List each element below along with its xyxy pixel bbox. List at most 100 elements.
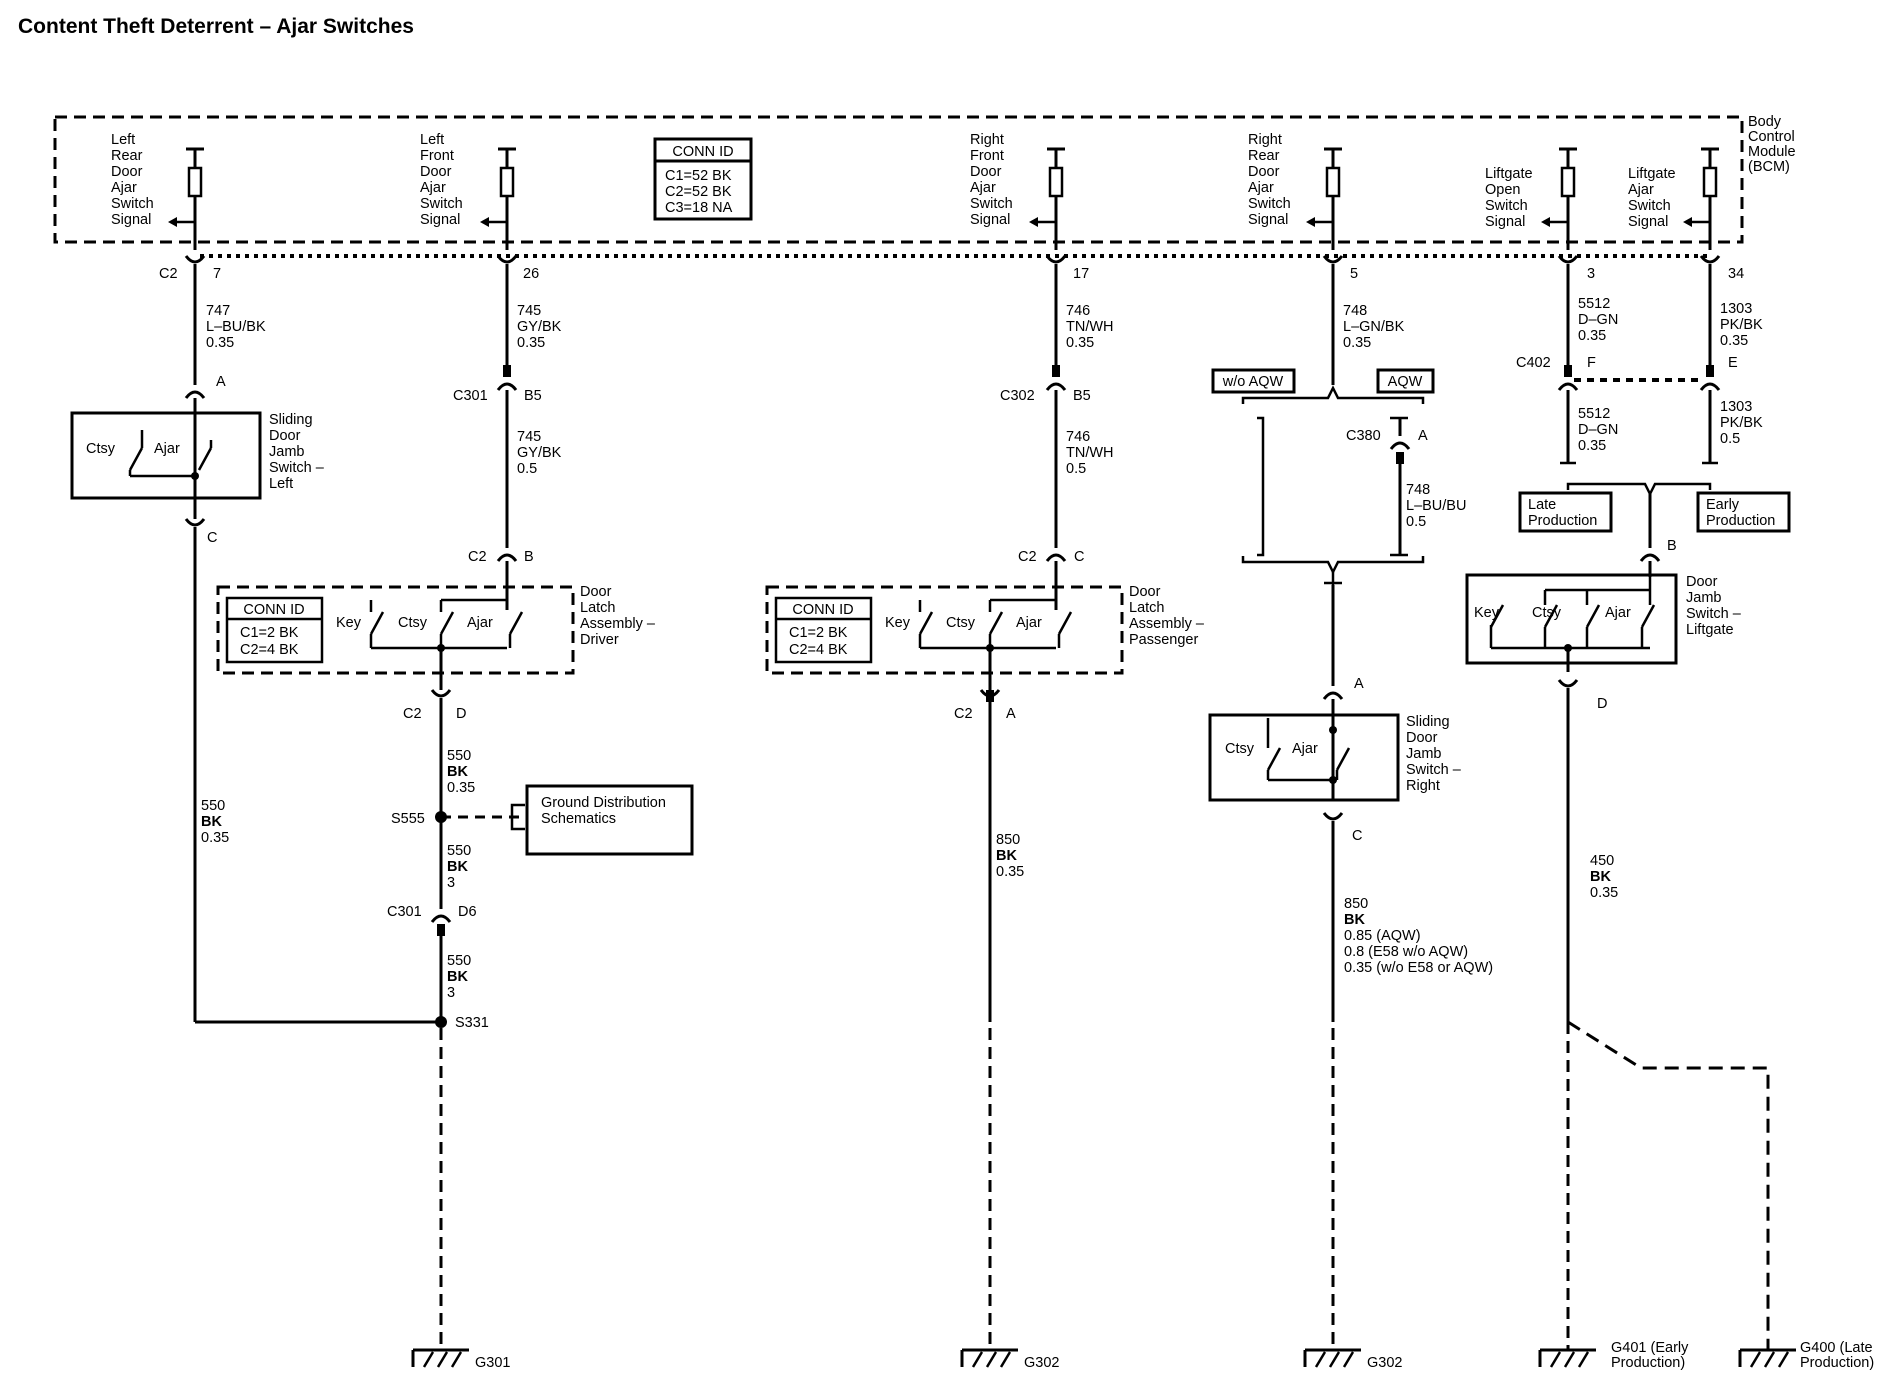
svg-text:BK: BK	[447, 859, 468, 875]
svg-text:Driver: Driver	[580, 632, 619, 648]
svg-text:Jamb: Jamb	[1686, 590, 1721, 606]
svg-text:Signal: Signal	[111, 212, 151, 228]
svg-text:PK/BK: PK/BK	[1720, 415, 1763, 431]
svg-text:w/o AQW: w/o AQW	[1222, 374, 1284, 390]
svg-text:3: 3	[447, 985, 455, 1001]
circuit-right-rear	[1241, 147, 1425, 1350]
svg-text:B: B	[1667, 538, 1677, 554]
svg-text:748: 748	[1406, 482, 1430, 498]
svg-text:Switch: Switch	[970, 196, 1013, 212]
svg-text:Ajar: Ajar	[154, 441, 180, 457]
svg-text:Late: Late	[1528, 497, 1556, 513]
svg-text:A: A	[1418, 428, 1428, 444]
svg-text:Switch –: Switch –	[269, 460, 325, 476]
signal-left-front-label: Left Front Door Ajar Switch Signal 26 74…	[420, 132, 562, 565]
svg-text:0.35: 0.35	[1066, 335, 1094, 351]
svg-text:Ajar: Ajar	[1248, 180, 1274, 196]
svg-text:Left: Left	[111, 132, 135, 148]
svg-text:Door: Door	[269, 428, 301, 444]
door-latch-assembly-driver	[216, 585, 575, 690]
signal-left-rear-label: Left Rear Door Ajar Switch Signal C2 7 7…	[111, 132, 266, 846]
svg-text:0.35: 0.35	[1720, 333, 1748, 349]
conn-id-bcm-box: CONN ID C1=52 BK C2=52 BK C3=18 NA	[653, 137, 753, 221]
svg-text:7: 7	[213, 266, 221, 282]
svg-text:Ctsy: Ctsy	[1225, 741, 1255, 757]
svg-text:CONN ID: CONN ID	[243, 602, 304, 618]
svg-text:0.35 (w/o E58 or AQW): 0.35 (w/o E58 or AQW)	[1344, 960, 1493, 976]
svg-text:F: F	[1587, 355, 1596, 371]
svg-text:D–GN: D–GN	[1578, 312, 1618, 328]
svg-text:Door: Door	[1686, 574, 1718, 590]
signal-right-rear-label: Right Rear Door Ajar Switch Signal 5 748…	[1248, 132, 1493, 976]
svg-text:L–GN/BK: L–GN/BK	[1343, 319, 1405, 335]
ground-g401: G401 (Early Production)	[1538, 1340, 1689, 1371]
svg-text:PK/BK: PK/BK	[1720, 317, 1763, 333]
svg-text:C: C	[1352, 828, 1362, 844]
svg-text:Ajar: Ajar	[420, 180, 446, 196]
svg-text:BK: BK	[201, 814, 222, 830]
svg-text:Ajar: Ajar	[970, 180, 996, 196]
svg-text:C2: C2	[954, 706, 973, 722]
svg-text:Switch –: Switch –	[1686, 606, 1742, 622]
svg-text:3: 3	[1587, 266, 1595, 282]
svg-text:Production): Production)	[1800, 1355, 1874, 1371]
circuit-driver-ground	[430, 689, 525, 1350]
svg-text:Signal: Signal	[1248, 212, 1288, 228]
svg-text:745: 745	[517, 303, 541, 319]
splice-s331: S331	[455, 1015, 489, 1031]
svg-text:Key: Key	[336, 615, 362, 631]
svg-text:C380: C380	[1346, 428, 1381, 444]
svg-text:G302: G302	[1024, 1355, 1059, 1371]
svg-text:Door: Door	[1406, 730, 1438, 746]
svg-text:C2=52 BK: C2=52 BK	[665, 184, 732, 200]
ground-g302-a: G302	[960, 1348, 1059, 1371]
svg-text:L–BU/BU: L–BU/BU	[1406, 498, 1466, 514]
svg-text:0.5: 0.5	[1720, 431, 1740, 447]
bcm-label: Body Control Module (BCM)	[1748, 114, 1796, 175]
svg-text:Switch: Switch	[420, 196, 463, 212]
svg-text:C3=18 NA: C3=18 NA	[665, 200, 733, 216]
ground-distribution-schematics-box: Ground Distribution Schematics	[525, 784, 694, 856]
svg-text:Key: Key	[1474, 605, 1500, 621]
svg-text:0.5: 0.5	[517, 461, 537, 477]
svg-text:C1=52 BK: C1=52 BK	[665, 168, 732, 184]
driver-latch-labels: CONN ID C1=2 BK C2=4 BK Key Ctsy Ajar Do…	[240, 584, 656, 658]
svg-text:Key: Key	[885, 615, 911, 631]
svg-text:C2=4 BK: C2=4 BK	[240, 642, 299, 658]
svg-text:Latch: Latch	[580, 600, 615, 616]
page-title: Content Theft Deterrent – Ajar Switches	[18, 15, 414, 38]
svg-text:0.35: 0.35	[1590, 885, 1618, 901]
svg-text:Signal: Signal	[1628, 214, 1668, 230]
svg-text:C2: C2	[403, 706, 422, 722]
svg-text:Assembly –: Assembly –	[1129, 616, 1205, 632]
door-latch-assembly-passenger	[765, 585, 1124, 1350]
svg-text:Ajar: Ajar	[467, 615, 493, 631]
svg-text:Right: Right	[970, 132, 1004, 148]
svg-text:747: 747	[206, 303, 230, 319]
svg-text:0.35: 0.35	[1578, 438, 1606, 454]
sliding-right-labels: Ctsy Ajar Sliding Door Jamb Switch – Rig…	[1225, 714, 1462, 794]
svg-text:Latch: Latch	[1129, 600, 1164, 616]
option-early-production-tag: Early Production	[1696, 491, 1791, 533]
svg-text:0.35: 0.35	[1343, 335, 1371, 351]
svg-text:Signal: Signal	[420, 212, 460, 228]
svg-text:Right: Right	[1406, 778, 1440, 794]
option-late-production-tag: Late Production	[1518, 491, 1613, 533]
circuit-liftgate-open	[1541, 147, 1579, 465]
svg-text:AQW: AQW	[1388, 374, 1423, 390]
svg-text:Early: Early	[1706, 497, 1740, 513]
svg-text:Door: Door	[580, 584, 612, 600]
svg-text:B5: B5	[1073, 388, 1091, 404]
svg-text:C2: C2	[1018, 549, 1037, 565]
svg-text:Ground Distribution: Ground Distribution	[541, 795, 666, 811]
svg-text:17: 17	[1073, 266, 1089, 282]
option-wo-aqw-tag: w/o AQW	[1211, 368, 1296, 394]
svg-text:748: 748	[1343, 303, 1367, 319]
svg-text:1303: 1303	[1720, 301, 1752, 317]
sliding-door-jamb-switch-right	[1208, 713, 1400, 802]
svg-text:Switch: Switch	[1628, 198, 1671, 214]
svg-text:G301: G301	[475, 1355, 510, 1371]
svg-text:550: 550	[201, 798, 225, 814]
ground-g302-b: G302	[1303, 1348, 1402, 1371]
